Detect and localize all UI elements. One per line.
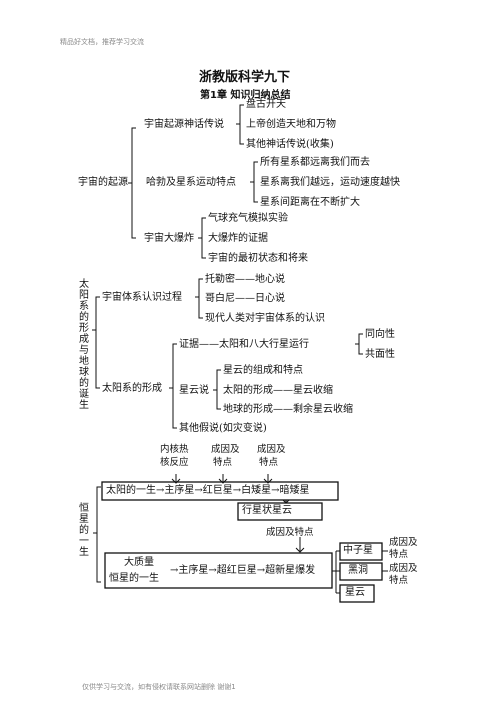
hubble-item-3: 星系间距离在不断扩大 xyxy=(260,197,360,208)
nebula-item-2: 太阳的形成——星云收缩 xyxy=(223,385,333,396)
outcome-neutron-star: 中子星 xyxy=(343,545,373,556)
outcome-nebula: 星云 xyxy=(345,587,365,598)
page-footer: 仅供学习与交流，如有侵权请联系网站删除 谢谢1 xyxy=(82,683,236,691)
solar-root: 太 阳 系 的 形 成 与 地 球 的 诞 生 xyxy=(79,279,89,411)
chapter-title: 第1章 知识归纳总结 xyxy=(200,90,291,101)
bigbang-item-2: 大爆炸的证据 xyxy=(208,233,268,244)
star-top-label-2-line2: 特点 xyxy=(213,457,233,468)
cognition-label: 宇宙体系认识过程 xyxy=(102,292,182,303)
hubble-item-2: 星系离我们越远，运动速度越快 xyxy=(260,177,400,188)
massive-life-chain: →主序星→超红巨星→超新星爆发 xyxy=(170,565,316,576)
hubble-item-1: 所有星系都远离我们而去 xyxy=(260,157,370,168)
bigbang-label: 宇宙大爆炸 xyxy=(144,233,194,244)
outcome-note-2-line1: 成因及 xyxy=(389,563,418,574)
evidence-item-2: 共面性 xyxy=(365,349,395,360)
star-top-label-3-line2: 特点 xyxy=(259,457,279,468)
outcome-note-2-line2: 特点 xyxy=(389,575,409,586)
origin-root: 宇宙的起源 xyxy=(78,177,128,188)
myth-label: 宇宙起源神话传说 xyxy=(144,119,224,130)
outcome-note-1-line2: 特点 xyxy=(389,549,409,560)
star-top-label-1-line2: 核反应 xyxy=(160,457,189,468)
page-title: 浙教版科学九下 xyxy=(199,70,291,85)
outcome-black-hole: 黑洞 xyxy=(348,565,368,576)
nebula-item-1: 星云的组成和特点 xyxy=(223,365,303,376)
outcome-note-1-line1: 成因及 xyxy=(389,537,418,548)
nebula-label: 星云说 xyxy=(179,385,209,396)
cognition-item-1: 托勒密——地心说 xyxy=(205,274,285,285)
other-hypothesis: 其他假说(如灾变说) xyxy=(179,423,267,434)
bigbang-item-3: 宇宙的最初状态和将来 xyxy=(208,253,308,264)
myth-item-2: 上帝创造天地和万物 xyxy=(246,119,336,130)
star-top-label-3-line1: 成因及 xyxy=(257,444,286,455)
star-root: 恒 星 的 一 生 xyxy=(79,503,89,558)
page-header: 精品好文档，推荐学习交流 xyxy=(60,38,144,46)
evidence-item-1: 同向性 xyxy=(365,329,395,340)
massive-label-1: 大质量 xyxy=(124,557,154,568)
cognition-item-3: 现代人类对宇宙体系的认识 xyxy=(205,313,325,324)
sun-life-chain: 太阳的一生→主序星→红巨星→白矮星→暗矮星 xyxy=(106,485,310,496)
nebula-item-3: 地球的形成——剩余星云收缩 xyxy=(223,404,353,415)
hubble-label: 哈勃及星系运动特点 xyxy=(146,177,236,188)
massive-cause-label: 成因及特点 xyxy=(266,527,314,538)
massive-label-2: 恒星的一生 xyxy=(109,573,159,584)
bigbang-item-1: 气球充气模拟实验 xyxy=(208,213,288,224)
myth-item-3: 其他神话传说(收集) xyxy=(246,139,334,150)
star-top-label-1-line1: 内核热 xyxy=(160,444,189,455)
evidence-text: 证据——太阳和八大行星运行 xyxy=(179,339,309,350)
planetary-nebula-label: 行星状星云 xyxy=(242,505,292,516)
myth-item-1: 盘古开天 xyxy=(246,99,286,110)
star-top-label-2-line1: 成因及 xyxy=(211,444,240,455)
cognition-item-2: 哥白尼——日心说 xyxy=(205,293,285,304)
formation-label: 太阳系的形成 xyxy=(102,383,162,394)
